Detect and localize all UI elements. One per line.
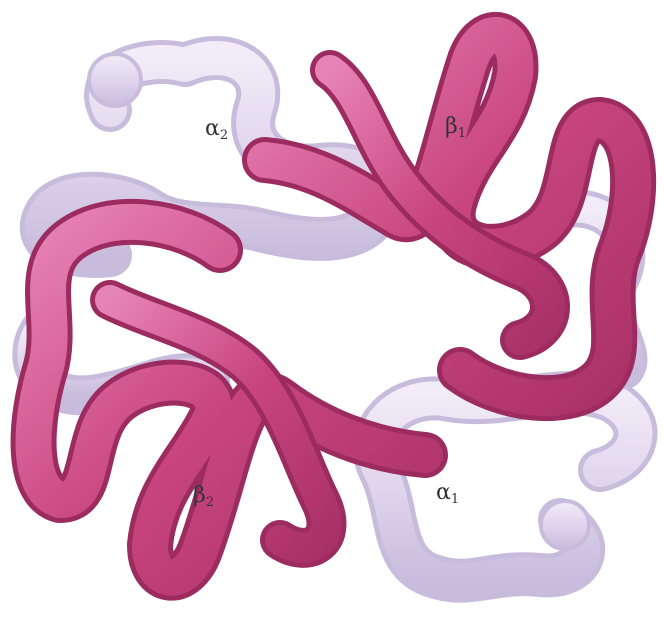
beta1-subscript: 1 xyxy=(458,126,466,141)
beta1-label: β1 xyxy=(445,116,466,140)
alpha2-subscript: 2 xyxy=(220,128,228,143)
alpha2-symbol: α xyxy=(205,116,220,141)
beta1-chain xyxy=(265,35,633,398)
beta2-symbol: β xyxy=(193,483,206,508)
alpha2-label: α2 xyxy=(205,118,228,142)
alpha1-subscript: 1 xyxy=(451,492,459,507)
alpha1-symbol: α xyxy=(436,480,451,505)
beta2-label: β2 xyxy=(193,485,214,509)
beta1-symbol: β xyxy=(445,114,458,139)
beta2-subscript: 2 xyxy=(206,495,214,510)
alpha1-label: α1 xyxy=(436,482,459,506)
